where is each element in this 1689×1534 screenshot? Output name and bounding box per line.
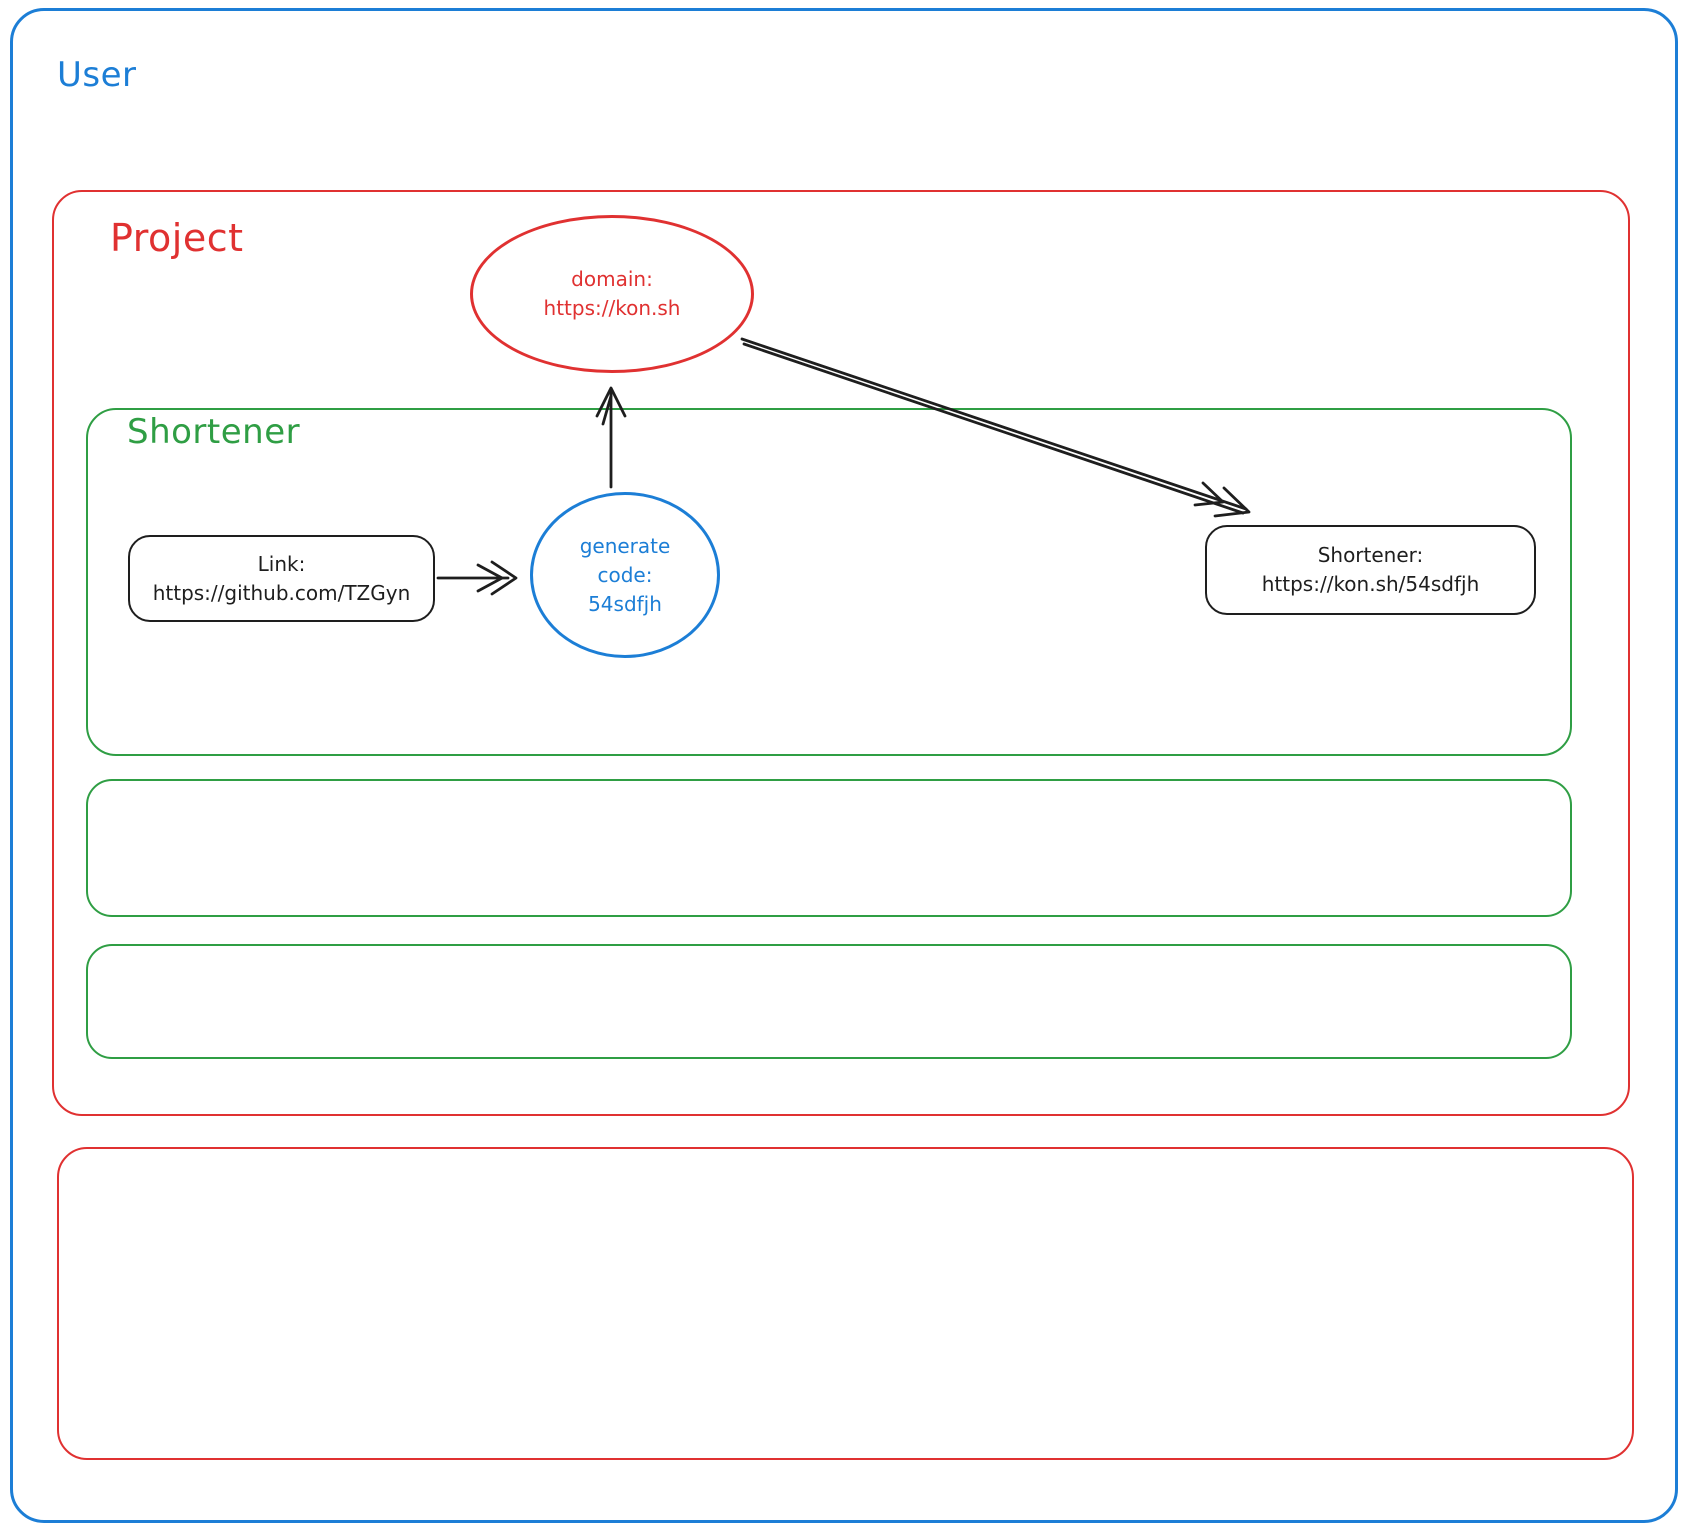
result-node-url: https://kon.sh/54sdfjh [1261, 572, 1480, 596]
link-node[interactable]: Link: https://github.com/TZGyn [128, 535, 435, 622]
domain-to-result-arrow[interactable] [740, 337, 1251, 518]
user-empty-section[interactable] [57, 1147, 1634, 1460]
shortener-label: Shortener [127, 412, 301, 452]
user-label: User [57, 55, 137, 95]
domain-node-title: domain: [571, 267, 653, 291]
project-label: Project [110, 216, 244, 260]
domain-node[interactable]: domain: https://kon.sh [470, 215, 754, 373]
user-container-box[interactable] [10, 8, 1678, 1523]
link-node-title: Link: [257, 551, 306, 576]
generate-node-line1: generate [579, 533, 671, 558]
generate-to-domain-arrow[interactable] [595, 386, 627, 489]
domain-node-url: https://kon.sh [543, 296, 681, 320]
link-to-generate-arrow[interactable] [436, 560, 518, 596]
project-container-box[interactable] [52, 190, 1630, 1116]
link-node-url: https://github.com/TZGyn [152, 580, 411, 605]
project-empty-section-2[interactable] [86, 944, 1572, 1059]
generate-node-code: 54sdfjh [588, 591, 662, 616]
generate-code-node[interactable]: generate code: 54sdfjh [530, 492, 720, 658]
shortener-result-node[interactable]: Shortener: https://kon.sh/54sdfjh [1205, 525, 1536, 615]
project-empty-section-1[interactable] [86, 779, 1572, 917]
shortener-container-box[interactable] [86, 408, 1572, 756]
result-node-title: Shortener: [1317, 543, 1424, 567]
generate-node-line2: code: [597, 562, 653, 587]
